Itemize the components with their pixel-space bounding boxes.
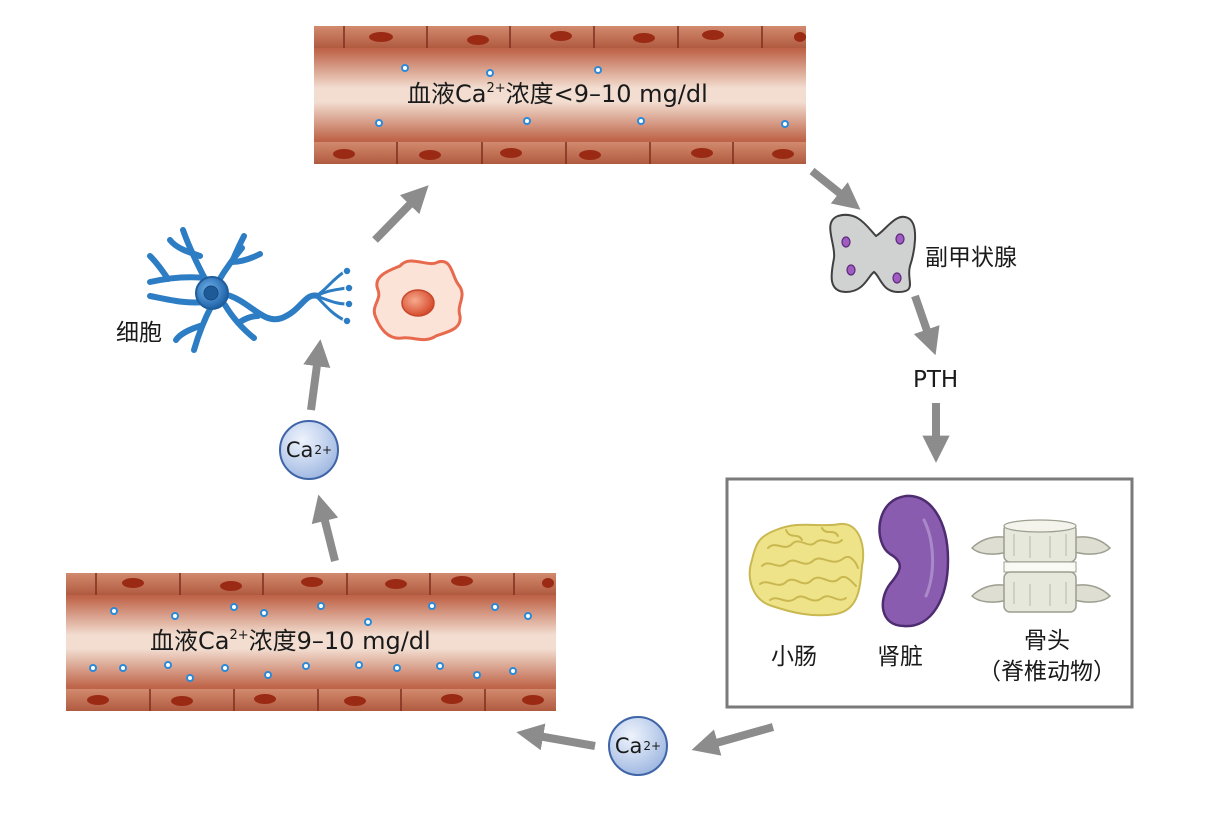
top-vessel-calcium-ions xyxy=(375,64,789,128)
arrow-parathyroid-to-pth xyxy=(911,294,940,356)
top-blood-vessel xyxy=(314,26,806,164)
ion-charge: 2+ xyxy=(314,443,333,457)
neuron-icon xyxy=(147,227,354,353)
top-vessel-label-charge: 2+ xyxy=(486,81,506,96)
top-vessel-label-suffix: 浓度<9–10 mg/dl xyxy=(505,80,708,108)
small-intestine-label: 小肠 xyxy=(771,644,817,670)
parathyroid-label: 副甲状腺 xyxy=(925,245,1017,271)
top-vessel-lower-wall xyxy=(314,142,806,164)
vertebra-icon xyxy=(970,519,1112,613)
bottom-vessel-label-suffix: 浓度9–10 mg/dl xyxy=(248,627,431,655)
bottom-vessel-upper-wall xyxy=(66,573,556,595)
cell-icon xyxy=(372,259,464,342)
arrow-ion-to-cells xyxy=(303,339,331,411)
bottom-blood-vessel xyxy=(66,573,556,711)
bottom-vessel-label-charge: 2+ xyxy=(229,628,249,643)
top-vessel-concentration-label: 血液Ca2+浓度<9–10 mg/dl xyxy=(407,82,708,106)
bone-label: 骨头 （脊椎动物） xyxy=(968,630,1126,684)
arrow-cells-to-vessel xyxy=(372,185,429,243)
flow-arrows xyxy=(303,167,950,756)
top-vessel-upper-wall xyxy=(314,26,806,48)
arrow-ion-to-vessel xyxy=(516,723,596,751)
cells-label: 细胞 xyxy=(116,320,162,346)
arrow-vessel-to-ion xyxy=(311,494,339,562)
bottom-vessel-lower-wall xyxy=(66,689,556,711)
top-vessel-label-prefix: 血液Ca xyxy=(407,80,487,108)
small-intestine-icon xyxy=(748,522,865,617)
kidney-icon xyxy=(878,494,950,628)
bone-label-line1: 骨头 xyxy=(1024,628,1070,654)
parathyroid-gland-icon xyxy=(829,213,916,294)
ion-symbol: Ca xyxy=(614,734,643,758)
arrow-vessel-to-parathyroid xyxy=(809,167,861,210)
ion-symbol: Ca xyxy=(285,438,314,462)
pth-label: PTH xyxy=(913,367,959,393)
bottom-vessel-concentration-label: 血液Ca2+浓度9–10 mg/dl xyxy=(150,629,431,653)
kidney-label: 肾脏 xyxy=(877,644,923,670)
bone-label-line2: （脊椎动物） xyxy=(978,659,1116,685)
bottom-vessel-calcium-ions xyxy=(89,602,532,682)
ion-charge: 2+ xyxy=(643,739,662,753)
bottom-vessel-label-prefix: 血液Ca xyxy=(150,627,230,655)
arrow-organs-to-ion xyxy=(691,723,775,756)
